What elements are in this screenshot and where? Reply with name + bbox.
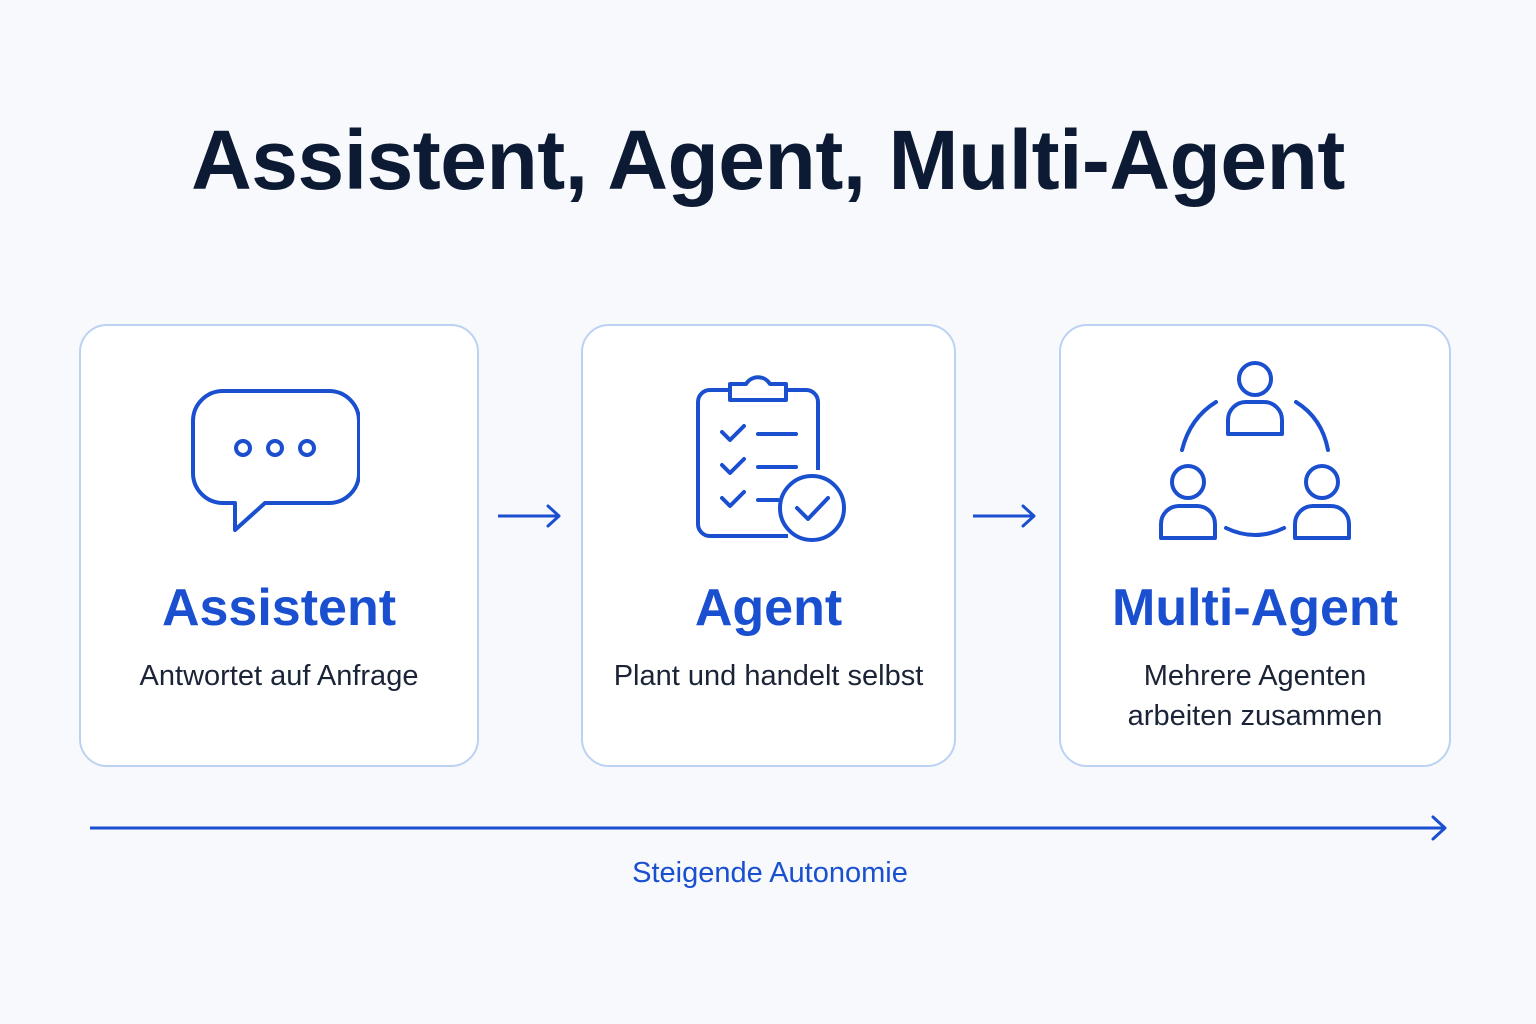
- stage-title-agent: Agent: [694, 579, 843, 637]
- stage-title-multi-agent: Multi-Agent: [1112, 579, 1398, 637]
- stage-description-agent: Plant und handelt selbst: [613, 660, 924, 692]
- stage-description-multi-agent: Mehrere Agenten arbeiten zusammen: [1059, 656, 1451, 736]
- stage-card-agent: [581, 324, 956, 767]
- arrow-right-icon: [973, 504, 1036, 528]
- clipboard-checklist-icon: [696, 375, 846, 542]
- stage-card-assistant: [79, 324, 479, 767]
- description-line-1: Mehrere Agenten: [1143, 660, 1367, 692]
- description-line-2: arbeiten zusammen: [1127, 700, 1383, 732]
- autonomy-axis-label: Steigende Autonomie: [632, 857, 908, 889]
- stage-card-multi-agent: [1059, 324, 1451, 767]
- diagram-title: Assistent, Agent, Multi-Agent: [191, 113, 1345, 207]
- stage-title-assistant: Assistent: [161, 579, 397, 637]
- stage-description-assistant: Antwortet auf Anfrage: [139, 660, 419, 692]
- chat-bubble-icon: [191, 389, 360, 532]
- arrow-right-icon: [498, 504, 561, 528]
- people-network-icon: [1159, 361, 1351, 540]
- autonomy-axis-arrow: [90, 815, 1447, 841]
